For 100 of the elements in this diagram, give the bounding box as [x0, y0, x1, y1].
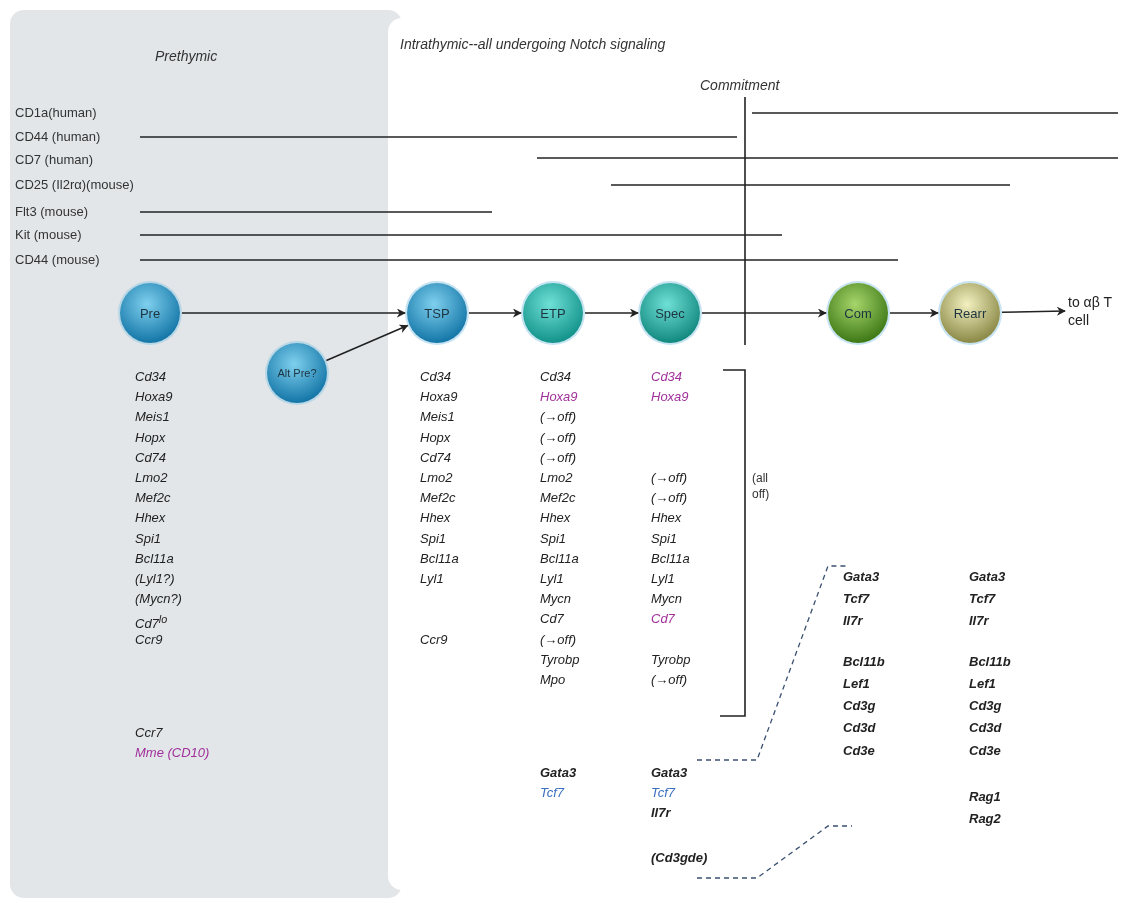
gene-name: Hhex [651, 510, 682, 527]
gene-name: Spi1 [651, 530, 678, 547]
region-panel [10, 10, 402, 898]
marker-label: CD44 (mouse) [15, 252, 100, 268]
arrow [1001, 306, 1066, 316]
gene-name: (→off) [540, 409, 577, 426]
marker-label: Flt3 (mouse) [15, 204, 88, 220]
gene-name: Spi1 [540, 530, 567, 547]
gene-name: Spi1 [420, 530, 447, 547]
gene-name: Tyrobp [540, 651, 580, 668]
gene-name: Mef2c [420, 490, 456, 507]
gene-name: Ccr9 [135, 631, 163, 648]
gene-name: Cd34 [540, 369, 572, 385]
gene-name: Cd34 [420, 369, 452, 385]
cell-label: Alt Pre? [277, 367, 317, 379]
gene-name: Il7r [969, 613, 989, 630]
gene-name: Hoxa9 [651, 389, 689, 406]
gene-name: Hopx [420, 429, 451, 446]
gene-name: Cd7$^{lo}$ [135, 612, 168, 633]
gene-name: Hoxa9 [540, 389, 578, 406]
arrow [889, 308, 939, 318]
gene-name: Il7r [843, 613, 863, 630]
gene-name: Ccr9 [420, 631, 448, 648]
gene-name: Tyrobp [651, 651, 691, 668]
gene-name: (Lyl1?) [135, 571, 175, 587]
gene-name: Spi1 [135, 530, 162, 547]
gene-name: Lef1 [843, 676, 870, 693]
gene-name: Bcl11b [843, 653, 885, 670]
gene-name: Cd3d [969, 720, 1002, 737]
marker-label: CD1a(human) [15, 105, 97, 121]
gene-name: Cd3g [969, 698, 1002, 715]
panel-heading: Intrathymic--all undergoing Notch signaling [400, 36, 666, 52]
gene-name: (→off) [651, 470, 688, 486]
gene-name: Cd7 [651, 611, 675, 628]
gene-name: Hopx [135, 429, 166, 446]
panel-heading: Prethymic [155, 48, 218, 64]
gene-name: Mycn [651, 591, 683, 608]
cell-label: TSP [424, 305, 450, 321]
gene-name: Cd3d [843, 720, 876, 737]
gene-name: (→off) [540, 449, 577, 466]
gene-name: Tcf7 [540, 785, 565, 802]
gene-name: Cd7 [540, 611, 564, 628]
gene-name: Lyl1 [651, 571, 675, 587]
gene-name: Tcf7 [969, 591, 996, 608]
gene-name: Bcl11a [135, 550, 174, 567]
cell-circle [120, 283, 180, 343]
gene-name: Hhex [135, 510, 166, 527]
gene-name: Hhex [420, 510, 451, 527]
gene-name: Cd3e [969, 742, 1001, 759]
gene-name: Mpo [540, 672, 566, 688]
arrow [584, 308, 639, 318]
gene-name: Cd3g [843, 698, 876, 715]
gene-name: Il7r [651, 805, 671, 822]
gene-name: Bcl11a [420, 550, 459, 567]
cell-label: Pre [139, 305, 161, 321]
gene-name: Cd3e [843, 742, 875, 759]
gene-name: (Cd3gde) [651, 849, 708, 866]
bracket-note: (all off) [752, 470, 771, 502]
marker-label: CD7 (human) [15, 152, 94, 168]
cell-circle [267, 343, 327, 403]
gene-name: Bcl11a [540, 550, 579, 567]
marker-label: CD44 (human) [15, 129, 101, 145]
gene-name: Lmo2 [420, 470, 453, 486]
gene-name: Mme (CD10) [135, 744, 210, 761]
gene-name: Lmo2 [540, 470, 573, 486]
gene-name: (→off) [540, 631, 577, 648]
cell-label: Com [844, 305, 872, 321]
gene-name: Cd34 [651, 369, 683, 385]
gene-name: Rag1 [969, 789, 1001, 806]
gene-name: Lyl1 [540, 571, 564, 587]
arrow [701, 308, 827, 318]
gene-name: Hhex [540, 510, 571, 527]
arrow [468, 308, 522, 318]
gene-name: (→off) [651, 490, 688, 507]
gene-name: Lef1 [969, 676, 996, 693]
gene-name: Hoxa9 [420, 389, 458, 406]
cell-circle [828, 283, 888, 343]
gene-name: Lyl1 [420, 571, 444, 587]
arrow [325, 324, 409, 362]
cell-label: ETP [540, 305, 566, 321]
cell-label: Spec [655, 305, 685, 321]
arrow [181, 308, 406, 318]
gene-name: Tcf7 [843, 591, 870, 608]
gene-name: Meis1 [135, 409, 170, 426]
cell-circle [640, 283, 700, 343]
gene-name: Mef2c [135, 490, 171, 507]
gene-name: Cd74 [135, 449, 167, 466]
cell-circle [407, 283, 467, 343]
gene-name: Cd74 [420, 449, 452, 466]
cell-label: Rearr [953, 305, 987, 321]
gene-name: Bcl11b [969, 653, 1011, 670]
gene-name: Tcf7 [651, 785, 676, 802]
gene-name: Mef2c [540, 490, 576, 507]
gene-name: Gata3 [651, 764, 688, 781]
marker-label: Kit (mouse) [15, 227, 82, 243]
gene-name: Mycn [540, 591, 572, 608]
gene-name: Cd34 [135, 369, 167, 385]
gene-name: Hoxa9 [135, 389, 173, 406]
gene-name: Gata3 [969, 568, 1006, 585]
gene-name: (→off) [540, 429, 577, 446]
